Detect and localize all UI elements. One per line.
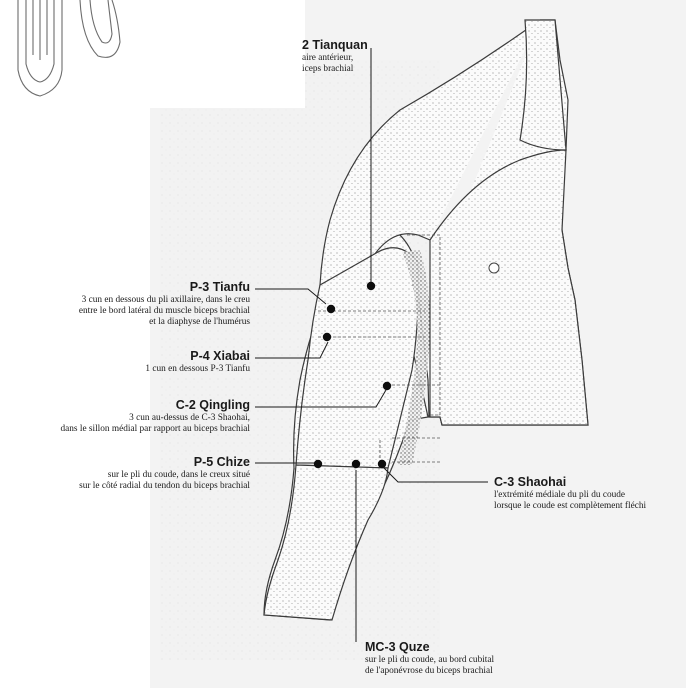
label-c3-line-1: l'extrémité médiale du pli du coude	[494, 490, 684, 501]
label-p5-line-2: sur le côté radial du tendon du biceps b…	[0, 481, 250, 492]
label-c3-line-2: lorsque le coude est complètement fléchi	[494, 501, 684, 512]
label-c2-line-2: dans le sillon médial par rapport au bic…	[0, 424, 250, 435]
nipple-icon	[489, 263, 499, 273]
label-p3-title: P-3 Tianfu	[0, 280, 250, 295]
label-mc3-title: MC-3 Quze	[365, 640, 565, 655]
label-mc3: MC-3 Quze sur le pli du coude, au bord c…	[365, 640, 565, 677]
label-p3-line-1: 3 cun en dessous du pli axillaire, dans …	[0, 295, 250, 306]
marker-mc3	[352, 460, 360, 468]
label-mc2: 2 Tianquan aire antérieur, iceps brachia…	[302, 38, 422, 75]
label-mc3-line-1: sur le pli du coude, au bord cubital	[365, 655, 565, 666]
label-c3-title: C-3 Shaohai	[494, 475, 684, 490]
label-mc2-line-1: aire antérieur,	[302, 53, 422, 64]
label-p5-title: P-5 Chize	[0, 455, 250, 470]
marker-c3	[378, 460, 386, 468]
label-mc3-line-2: de l'aponévrose du biceps brachial	[365, 666, 565, 677]
marker-p4	[323, 333, 331, 341]
marker-p3	[327, 305, 335, 313]
label-p5-line-1: sur le pli du coude, dans le creux situé	[0, 470, 250, 481]
label-c2: C-2 Qingling 3 cun au-dessus de C-3 Shao…	[0, 398, 250, 435]
marker-mc2	[367, 282, 375, 290]
label-p3-line-2: entre le bord latéral du muscle biceps b…	[0, 306, 250, 317]
label-mc2-title: 2 Tianquan	[302, 38, 422, 53]
label-c2-title: C-2 Qingling	[0, 398, 250, 413]
label-p3-line-3: et la diaphyse de l'humérus	[0, 317, 250, 328]
marker-p5	[314, 460, 322, 468]
top-left-white-block	[150, 0, 305, 108]
label-c2-line-1: 3 cun au-dessus de C-3 Shaohai,	[0, 413, 250, 424]
label-p4-title: P-4 Xiabai	[0, 349, 250, 364]
label-c3: C-3 Shaohai l'extrémité médiale du pli d…	[494, 475, 684, 512]
label-p4-line-1: 1 cun en dessous P-3 Tianfu	[0, 364, 250, 375]
label-p4: P-4 Xiabai 1 cun en dessous P-3 Tianfu	[0, 349, 250, 375]
marker-c2	[383, 382, 391, 390]
label-mc2-line-2: iceps brachial	[302, 64, 422, 75]
label-p3: P-3 Tianfu 3 cun en dessous du pli axill…	[0, 280, 250, 328]
left-white-margin	[0, 0, 150, 688]
label-p5: P-5 Chize sur le pli du coude, dans le c…	[0, 455, 250, 492]
